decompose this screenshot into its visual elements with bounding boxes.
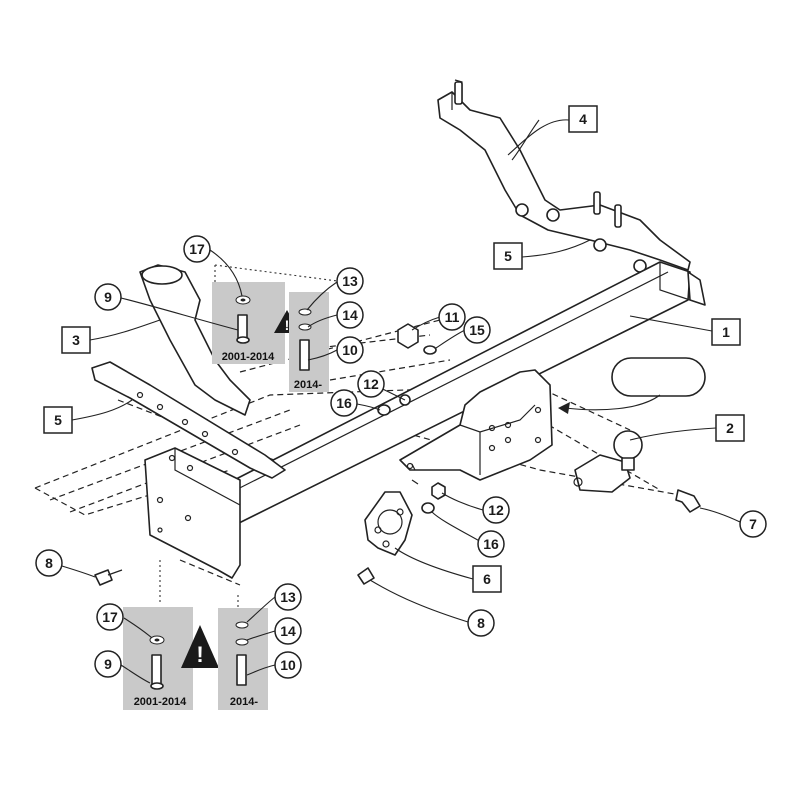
callout-12-lower-label: 12 (488, 502, 504, 518)
callout-2-label: 2 (726, 420, 734, 436)
callout-5-upper: 5 (493, 242, 523, 270)
circle-callouts: 7 8 8 9 9 10 10 11 (35, 235, 767, 679)
callout-17-upper-label: 17 (189, 241, 205, 257)
lower-right-detail-panel: 2014- (218, 608, 268, 710)
callout-16-upper: 16 (330, 389, 358, 417)
upper-left-detail-panel: 2001-2014 (212, 282, 285, 364)
callout-12-upper-label: 12 (363, 376, 379, 392)
callout-16-lower-label: 16 (483, 536, 499, 552)
centre-mount-bracket (399, 369, 553, 481)
lower-left-detail-panel: 2001-2014 (123, 607, 193, 710)
callout-2: 2 (715, 414, 745, 442)
callout-3: 3 (61, 326, 91, 354)
callout-6-label: 6 (483, 571, 491, 587)
lower-right-year-label: 2014- (230, 696, 258, 708)
callout-10-lower-label: 10 (280, 657, 296, 673)
callout-9-upper-label: 9 (104, 289, 112, 305)
lower-warning-symbol: ! (196, 642, 203, 667)
part-6-socket-plate (364, 491, 413, 556)
callout-15: 15 (463, 316, 491, 344)
callout-8-lower: 8 (467, 609, 495, 637)
callout-13-upper-label: 13 (342, 273, 358, 289)
callout-8-left: 8 (35, 549, 63, 577)
callout-15-label: 15 (469, 322, 485, 338)
callout-9-lower-label: 9 (104, 656, 112, 672)
part-3-left-bracket (139, 264, 251, 416)
callout-6: 6 (472, 565, 502, 593)
callout-14-lower: 14 (274, 617, 302, 645)
upper-right-detail-panel: 2014- (289, 292, 329, 392)
callout-8-left-label: 8 (45, 555, 53, 571)
callout-7-label: 7 (749, 516, 757, 532)
callout-14-lower-label: 14 (280, 623, 296, 639)
callout-9-upper: 9 (94, 283, 122, 311)
callout-17-lower: 17 (96, 603, 124, 631)
callout-10-upper: 10 (336, 336, 364, 364)
left-end-bracket (144, 447, 241, 579)
part-5-left-plate (91, 361, 286, 479)
lower-warning: ! (181, 625, 219, 668)
callout-13-lower: 13 (274, 583, 302, 611)
part-4-upper-bracket (437, 79, 691, 273)
callout-4-label: 4 (579, 111, 587, 127)
callout-13-lower-label: 13 (280, 589, 296, 605)
callout-11-label: 11 (445, 309, 460, 325)
part-2-tow-ball (573, 430, 643, 493)
callout-9-lower: 9 (94, 650, 122, 678)
tow-ball-cover-oval (558, 357, 706, 414)
upper-left-year-label: 2001-2014 (222, 351, 275, 363)
callout-16-upper-label: 16 (336, 395, 352, 411)
callout-13-upper: 13 (336, 267, 364, 295)
upper-warning-symbol: ! (285, 317, 290, 333)
callout-14-upper-label: 14 (342, 307, 358, 323)
leader-lines (61, 119, 741, 684)
callout-8-lower-label: 8 (477, 615, 485, 631)
callout-1-label: 1 (722, 324, 730, 340)
callout-10-lower: 10 (274, 651, 302, 679)
callout-17-lower-label: 17 (102, 609, 118, 625)
callout-7: 7 (739, 510, 767, 538)
upper-right-year-label: 2014- (294, 379, 322, 391)
callout-16-lower: 16 (477, 530, 505, 558)
square-callouts: 1 2 3 4 5 5 6 (43, 105, 745, 593)
callout-17-upper: 17 (183, 235, 211, 263)
callout-14-upper: 14 (336, 301, 364, 329)
callout-5-lower: 5 (43, 406, 73, 434)
callout-12-lower: 12 (482, 496, 510, 524)
callout-3-label: 3 (72, 332, 80, 348)
callout-5-lower-label: 5 (54, 412, 62, 428)
callout-11: 11 (438, 303, 466, 331)
callout-10-upper-label: 10 (342, 342, 358, 358)
callout-4: 4 (568, 105, 598, 133)
lower-left-year-label: 2001-2014 (134, 696, 187, 708)
callout-1: 1 (711, 318, 741, 346)
callout-12-upper: 12 (357, 370, 385, 398)
callout-5-upper-label: 5 (504, 248, 512, 264)
